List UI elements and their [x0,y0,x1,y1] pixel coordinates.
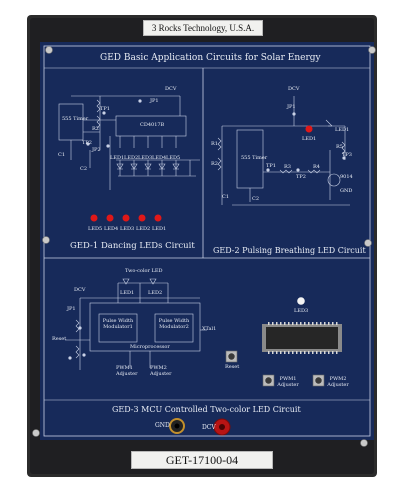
ged3-reset-label: Reset [52,336,67,342]
gnd-terminal[interactable] [169,418,185,434]
ged1-led-top-4: LED4 [152,155,167,161]
ged2-led-symbol: LED1 [335,127,350,133]
pwm2-adjuster-button[interactable] [312,374,325,387]
ged2-r1: R1 [211,141,218,147]
ged2-tp1: TP1 [266,163,276,169]
brand-plaque: 3 Rocks Technology, U.S.A. [143,20,263,36]
ged3-xtal: XTal1 [202,326,217,332]
ged2-gnd: GND [340,188,353,194]
ged3-modulator1: Pulse Width Modulator1 [102,318,134,330]
ged2-r3: R3 [284,164,291,170]
dcv-terminal-label: DCV [202,424,216,431]
ged1-c2: C2 [80,166,88,172]
ged1-led-top-1: LED1 [110,155,125,161]
ged3-led-1: LED1 [120,290,135,296]
ged2-led [305,125,313,133]
ged1-jp2: JP2 [92,147,101,153]
ged2-timer: 555 Timer [241,155,268,161]
ged3-led-2: LED2 [148,290,163,296]
ged1-timer: 555 Timer [62,116,89,122]
ged3-two-color-led: Two-color LED [125,268,163,274]
ged1-led-bottom-1: LED5 [88,226,103,232]
ged2-transistor: 9014 [340,174,353,180]
ged3-dcv: DCV [74,287,86,293]
ged2-c1: C1 [222,194,230,200]
screw-icon [32,46,376,447]
gnd-terminal-label: GND [155,422,170,429]
ged3-jp1: JP1 [67,306,76,312]
mcu-chip [262,322,342,354]
pwm1-adjuster-button[interactable] [262,374,275,387]
ged1-led-bottom-3: LED3 [120,226,135,232]
ged3-modulator2: Pulse Width Modulator2 [158,318,190,330]
ged1-jp1: JP1 [150,98,159,104]
ged3-led-white [297,297,305,305]
ged1-led-top-2: LED2 [124,155,139,161]
led-symbol-icon [116,163,180,170]
reset-button[interactable] [225,350,238,363]
ged2-title: GED-2 Pulsing Breathing LED Circuit [213,246,366,255]
model-plaque: GET-17100-04 [131,451,273,469]
ged2-tp2: TP2 [296,174,306,180]
ged3-pwm2-right: PWM2 Adjuster [327,376,349,388]
ged1-r2: R2 [92,126,99,132]
ged1-title: GED-1 Dancing LEDs Circuit [70,241,195,251]
ged2-r5: R5 [336,144,343,150]
ged2-r2: R2 [211,161,218,167]
ged2-dcv: DCV [288,86,300,92]
ged1-led-bottom-4: LED2 [136,226,151,232]
ged3-reset-button-label: Reset [225,364,240,370]
main-title: GED Basic Application Circuits for Solar… [100,53,321,63]
ged1-led-top-3: LED3 [138,155,153,161]
ged2-tp3: TP3 [342,152,352,158]
ged1-led-bottom-5: LED1 [152,226,167,232]
ged3-pwm1-right: PWM1 Adjuster [277,376,299,388]
ged1-tp2: TP2 [82,140,92,146]
ged1-c1: C1 [58,152,66,158]
ged1-led-top-5: LED5 [166,155,181,161]
ged2-led: LED1 [302,136,317,142]
ged1-counter: CD4017B [140,122,165,128]
dcv-terminal[interactable] [213,418,231,436]
ged3-microprocessor: Microprocessor [130,344,170,350]
ged1-tp1: TP1 [100,106,110,112]
blue-panel [40,42,374,440]
ged3-led3: LED3 [294,308,309,314]
ged3-pwm2-left: PWM2 Adjuster [150,365,172,377]
ged1-schematic [58,95,200,190]
ged3-pwm1-left: PWM1 Adjuster [116,365,138,377]
ged1-led-bottom-2: LED4 [104,226,119,232]
ged2-jp1: JP1 [287,104,296,110]
ged3-title: GED-3 MCU Controlled Two-color LED Circu… [112,405,301,414]
ged3-schematic [65,278,207,370]
ged2-schematic [217,96,350,206]
ged2-r4: R4 [313,164,320,170]
ged1-dcv: DCV [165,86,177,92]
ged1-leds [90,214,162,222]
ged2-c2: C2 [252,196,260,202]
